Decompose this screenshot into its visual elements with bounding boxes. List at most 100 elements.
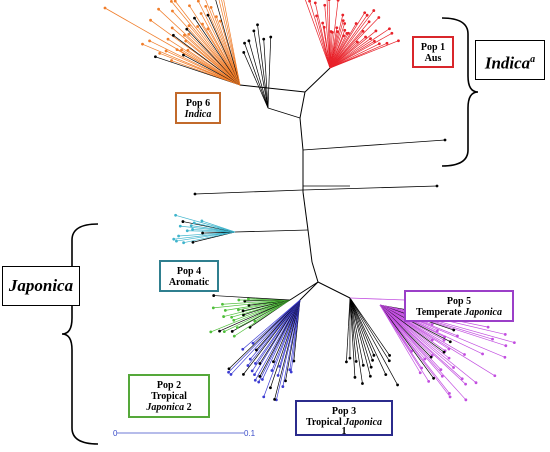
pop3-branch	[228, 332, 269, 373]
pop1-leaf	[321, 21, 325, 25]
pop6-leaf	[148, 39, 151, 43]
pop6-leaf	[193, 16, 196, 20]
pop5-branch	[422, 339, 477, 383]
pop3-leaf	[253, 373, 256, 377]
pop1-branch	[314, 2, 324, 39]
pop5-leaf	[464, 398, 468, 402]
pop6-leaf	[164, 49, 168, 53]
pop4-leaf	[182, 241, 186, 245]
pop5-leaf	[447, 347, 451, 351]
pop2-leaf	[253, 319, 257, 323]
black-clade-2-leaf	[369, 365, 373, 369]
pop6-branch	[174, 0, 212, 48]
pop4-branch	[175, 214, 209, 225]
clade-connector	[317, 281, 351, 299]
pop4-leaf	[172, 237, 176, 241]
pop2-branch	[234, 315, 266, 337]
black-clade-2-branch	[348, 297, 351, 327]
pop5-branch	[403, 337, 434, 379]
pop5-leaf	[447, 356, 451, 360]
pop5-subtitle: Temperate Japonica	[406, 307, 512, 318]
pop5-branch	[407, 336, 443, 377]
pop3-branch	[251, 331, 279, 372]
pop2-leaf	[230, 329, 234, 333]
pop3-branch	[262, 335, 284, 380]
pop6-leaf	[214, 15, 218, 19]
pop5-stem	[349, 297, 406, 301]
black-clade-branch	[253, 30, 262, 74]
black-clade-2-branch	[346, 326, 349, 362]
pop6-leaf	[196, 25, 200, 28]
pop6-branch	[181, 49, 214, 70]
pop1-branch	[360, 40, 399, 57]
pop2-branch	[248, 298, 272, 300]
pop5-branch	[436, 328, 506, 358]
pop5-leaf	[432, 376, 435, 380]
pop2-leaf	[212, 294, 216, 297]
pop3-leaf	[246, 364, 250, 367]
pop6-branch	[165, 50, 207, 70]
black-clade-branch	[257, 24, 264, 71]
pop6-branch	[171, 1, 210, 48]
pop3-branch	[277, 333, 291, 376]
pop5-branch	[418, 347, 467, 401]
pop6-branch	[188, 25, 218, 59]
black-clade-leaf	[243, 41, 246, 45]
pop1-branch	[333, 0, 339, 38]
pop3-leaf	[241, 347, 245, 351]
pop3-branch	[276, 344, 290, 400]
pop1-leaf	[361, 29, 365, 33]
pop1-leaf	[336, 0, 340, 2]
black-clade-2-leaf	[348, 356, 352, 360]
pop6-leaf	[187, 24, 191, 28]
black-clade-2-leaf	[361, 363, 365, 367]
pop5-leaf	[440, 374, 444, 378]
pop3-leaf	[253, 362, 257, 365]
pop5-leaf	[456, 334, 459, 338]
pop6-branch	[231, 43, 241, 86]
pop1-leaf	[369, 37, 372, 40]
pop1-branch	[345, 12, 365, 44]
pop4-leaf	[191, 228, 194, 231]
pop5-branch	[430, 320, 493, 340]
pop6-leaf	[185, 27, 189, 31]
long-branch	[302, 185, 438, 191]
pop2-branch	[213, 303, 256, 309]
pop1-leaf	[385, 41, 389, 45]
pop6-label: Pop 6 Indica	[175, 92, 221, 124]
black-clade-2-leaf	[371, 358, 374, 362]
pop6-branch	[205, 6, 225, 50]
pop3-leaf	[258, 375, 262, 378]
pop6-branch	[197, 26, 222, 59]
pop1-leaf	[372, 9, 376, 12]
pop5-branch	[410, 324, 450, 350]
pop6-branch	[149, 40, 200, 66]
pop6-branch	[187, 50, 217, 70]
pop5-branch	[431, 336, 496, 377]
pop3-branch	[252, 319, 280, 344]
pop3-branch	[271, 331, 288, 371]
pop1-leaf	[335, 26, 339, 30]
pop1-leaf	[377, 42, 381, 46]
pop6-branch	[167, 38, 208, 65]
pop1-branch	[316, 15, 325, 45]
pop5-branch	[397, 335, 421, 373]
pop1-branch	[335, 35, 344, 54]
pop6-branch	[150, 19, 200, 57]
pop1-leaf	[327, 0, 331, 2]
black-clade-2-branch	[351, 333, 356, 378]
pop1-branch	[348, 38, 371, 56]
pop2-leaf	[221, 302, 224, 306]
pop5-leaf	[418, 371, 422, 375]
pop6-branch	[194, 17, 220, 56]
pop6-branch	[216, 16, 230, 55]
black-clade-2-leaf	[396, 383, 399, 387]
pop5-leaf	[481, 352, 484, 356]
pop1-leaf	[335, 30, 339, 34]
pop1-leaf	[365, 13, 369, 17]
pop4-leaf	[177, 234, 180, 238]
pop5-branch	[408, 325, 445, 353]
pop6-leaf	[209, 5, 213, 9]
pop5-leaf	[442, 350, 446, 354]
pop5-leaf	[503, 355, 507, 359]
